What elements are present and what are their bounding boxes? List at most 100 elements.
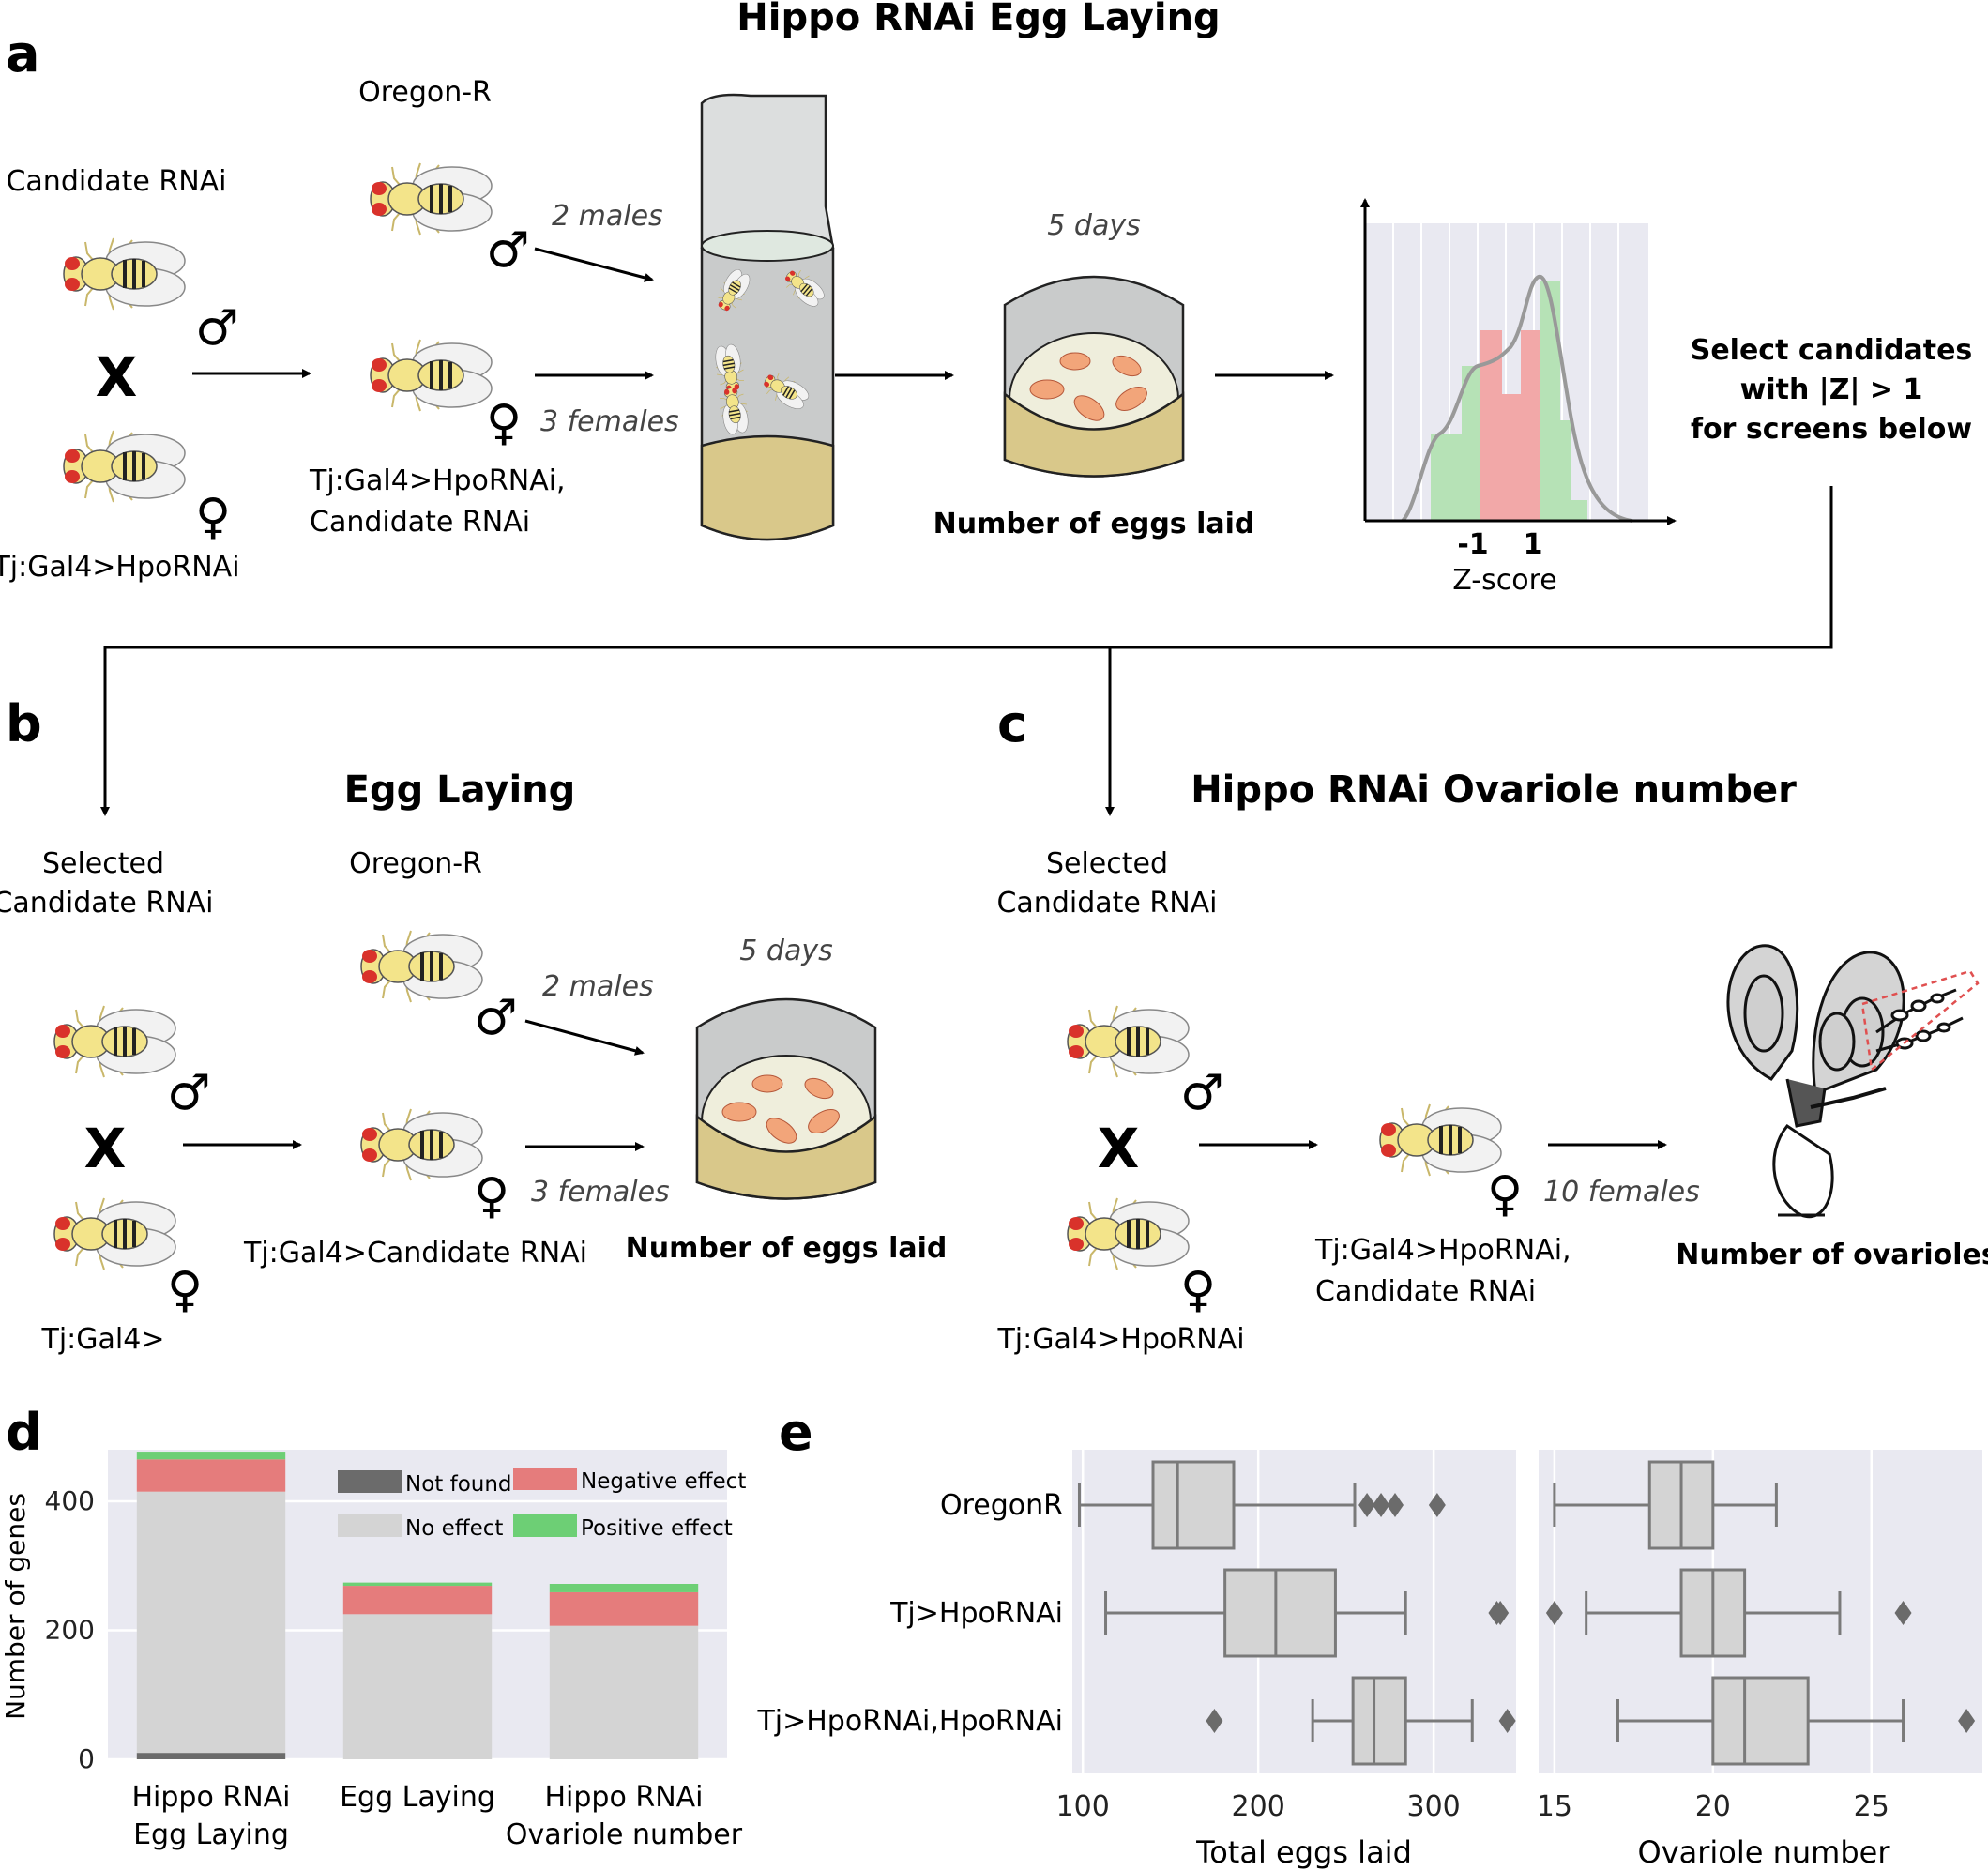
bar-segment [342, 1614, 493, 1759]
males-count-label: 2 males [542, 970, 654, 1003]
females-count-label: 10 females [1543, 1176, 1700, 1209]
legend-label: Negative effect [581, 1469, 746, 1494]
cross-symbol: X [84, 1117, 127, 1180]
bar-segment [136, 1459, 286, 1492]
tj-gal4-label: Tj:Gal4> [41, 1323, 165, 1356]
offspring-label-line2: Candidate RNAi [310, 506, 530, 539]
outlier-point [1545, 1601, 1563, 1625]
selected-label-line1: Selected [1046, 847, 1168, 880]
select-text-line2: with |Z| > 1 [1740, 373, 1923, 406]
x-category-label: Egg Laying [133, 1818, 289, 1851]
box-category-label: Tj>HpoRNAi [889, 1597, 1063, 1630]
x-category-label: Ovariole number [506, 1818, 743, 1851]
legend-swatch [338, 1514, 402, 1537]
x-tick-label: 100 [1056, 1790, 1110, 1823]
fly-icon [62, 236, 187, 312]
panel-c-letter: c [997, 694, 1027, 753]
box-category-label: OregonR [940, 1489, 1063, 1522]
z-tick-pos: 1 [1524, 528, 1543, 561]
vial [700, 93, 835, 541]
selected-label-line2: Candidate RNAi [0, 887, 214, 920]
offspring-label-line1: Tj:Gal4>HpoRNAi, [1314, 1234, 1571, 1267]
outlier-point [1958, 1709, 1976, 1733]
arrow [534, 247, 654, 282]
bar-segment [549, 1591, 699, 1626]
panel-b-title: Egg Laying [344, 768, 576, 812]
egg-dish [1003, 275, 1185, 478]
legend-label: No effect [405, 1516, 503, 1541]
select-text-line1: Select candidates [1691, 334, 1973, 367]
ovariole-axis-title: Ovariole number [1638, 1834, 1891, 1870]
male-symbol: ♂ [1180, 1065, 1224, 1121]
selected-label-line2: Candidate RNAi [996, 887, 1217, 920]
oregon-r-label: Oregon-R [349, 847, 482, 880]
female-symbol: ♀ [474, 1168, 509, 1225]
y-tick-label: 200 [45, 1615, 95, 1646]
male-symbol: ♂ [195, 300, 239, 357]
days-label: 5 days [1047, 209, 1140, 242]
stacked-bars [136, 1452, 699, 1759]
bar-segment [549, 1584, 699, 1592]
female-symbol: ♀ [486, 395, 522, 451]
bar-segment [549, 1625, 699, 1759]
bar-legend: Not found Negative effect No effect Positiv… [338, 1468, 746, 1541]
selected-label-line1: Selected [42, 847, 164, 880]
offspring-label-line1: Tj:Gal4>HpoRNAi, [309, 464, 566, 497]
bar-y-axis-title: Number of genes [0, 1493, 31, 1720]
panel-d-letter: d [6, 1403, 42, 1462]
fly-icon [62, 429, 187, 504]
outlier-point [1498, 1709, 1516, 1733]
female-symbol: ♀ [167, 1262, 203, 1318]
females-count-label: 3 females [531, 1176, 670, 1209]
y-tick-label: 0 [78, 1743, 95, 1774]
days-label: 5 days [739, 935, 832, 967]
panel-c: c Hippo RNAi Ovariole number Selected Ca… [996, 694, 1988, 1356]
x-tick-label: 15 [1537, 1790, 1572, 1823]
zscore-axis-label: Z-score [1452, 564, 1556, 597]
outlier-point [1206, 1709, 1223, 1733]
outlier-point [1492, 1601, 1510, 1625]
arrow [524, 1019, 645, 1056]
bar-segment [136, 1452, 286, 1460]
candidate-rnai-label: Candidate RNAi [6, 165, 226, 198]
select-text-line3: for screens below [1691, 413, 1972, 446]
bar-segment [342, 1586, 493, 1615]
box-category-label: Tj>HpoRNAi,HpoRNAi [756, 1705, 1063, 1738]
box [1151, 1460, 1236, 1550]
tj-hporna-label: Tj:Gal4>HpoRNAi [0, 551, 240, 584]
eggs-laid-label: Number of eggs laid [626, 1232, 948, 1265]
fly-icon [359, 929, 484, 1004]
x-category-label: Egg Laying [340, 1781, 495, 1814]
outlier-point [1894, 1601, 1912, 1625]
bar-segment [136, 1753, 286, 1759]
x-tick-label: 25 [1854, 1790, 1889, 1823]
fly-icon [1066, 1196, 1191, 1271]
offspring-label-line2: Candidate RNAi [1315, 1275, 1536, 1308]
y-tick-label: 400 [45, 1485, 95, 1516]
fly-icon [359, 1107, 484, 1182]
egg-dish [695, 997, 877, 1200]
panel-b: b Egg Laying Selected Candidate RNAi ♂ X… [0, 694, 947, 1356]
outlier-point [1358, 1493, 1376, 1517]
outlier-point [1428, 1493, 1446, 1517]
ovary-drawing [1726, 944, 1980, 1219]
legend-swatch [513, 1468, 577, 1490]
males-count-label: 2 males [552, 200, 663, 233]
outlier-point [1387, 1493, 1404, 1517]
panel-a-title: Hippo RNAi Egg Laying [736, 0, 1220, 39]
fly-icon [1066, 1004, 1191, 1079]
legend-label: Not found [405, 1472, 512, 1497]
x-category-label: Hippo RNAi [544, 1781, 703, 1814]
offspring-label: Tj:Gal4>Candidate RNAi [243, 1237, 587, 1270]
fly-icon [53, 1196, 177, 1271]
x-tick-label: 200 [1232, 1790, 1285, 1823]
legend-label: Positive effect [581, 1516, 733, 1541]
females-count-label: 3 females [540, 405, 679, 438]
connector-line [100, 486, 1833, 816]
legend-swatch [513, 1514, 577, 1537]
